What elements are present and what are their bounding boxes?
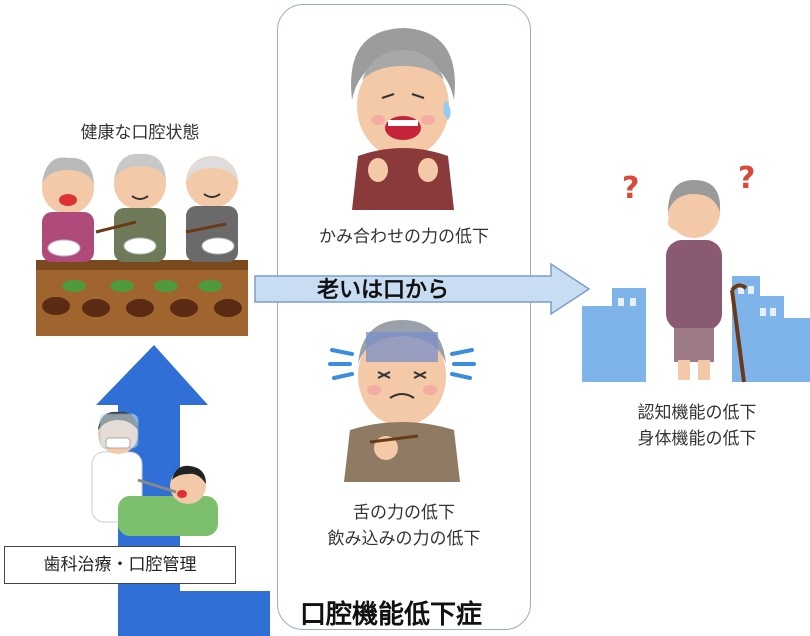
dental-care-box: 歯科治療・口腔管理 <box>4 546 236 584</box>
cognitive-decline-caption: 認知機能の低下 <box>637 403 757 423</box>
physical-decline-caption: 身体機能の低下 <box>637 429 757 449</box>
tongue-force-decline-caption: 舌の力の低下 <box>353 503 455 523</box>
elderly-eating-illustration <box>36 153 248 336</box>
oral-decline-panel <box>277 4 531 630</box>
oral-hypofunction-title: 口腔機能低下症 <box>300 600 483 630</box>
svg-text:?: ? <box>738 161 755 196</box>
svg-text:?: ? <box>622 171 639 206</box>
bite-force-decline-caption: かみ合わせの力の低下 <box>319 227 489 247</box>
chewing-difficulty-illustration <box>351 28 455 210</box>
aging-starts-from-mouth-label: 老いは口から <box>317 278 450 303</box>
swallowing-difficulty-illustration <box>328 320 476 482</box>
swallowing-decline-caption: 飲み込みの力の低下 <box>327 529 481 549</box>
cognitive-decline-illustration: ? ? <box>582 161 810 383</box>
aging-flow-arrow <box>254 262 591 316</box>
dentist-treatment-illustration <box>91 411 218 536</box>
healthy-oral-title: 健康な口腔状態 <box>80 123 200 143</box>
